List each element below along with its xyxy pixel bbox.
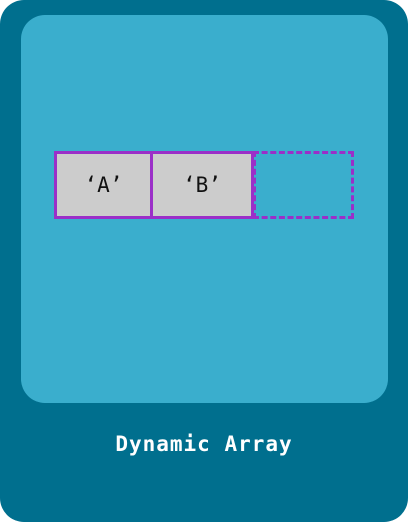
- array-cell-a: ‘A’: [54, 151, 153, 219]
- array-cell-a-label: ‘A’: [84, 173, 123, 197]
- array-empty-slot: [253, 151, 354, 219]
- array-cell-b-label: ‘B’: [183, 173, 221, 197]
- array-cell-b: ‘B’: [150, 151, 254, 219]
- card-caption: Dynamic Array: [115, 432, 293, 456]
